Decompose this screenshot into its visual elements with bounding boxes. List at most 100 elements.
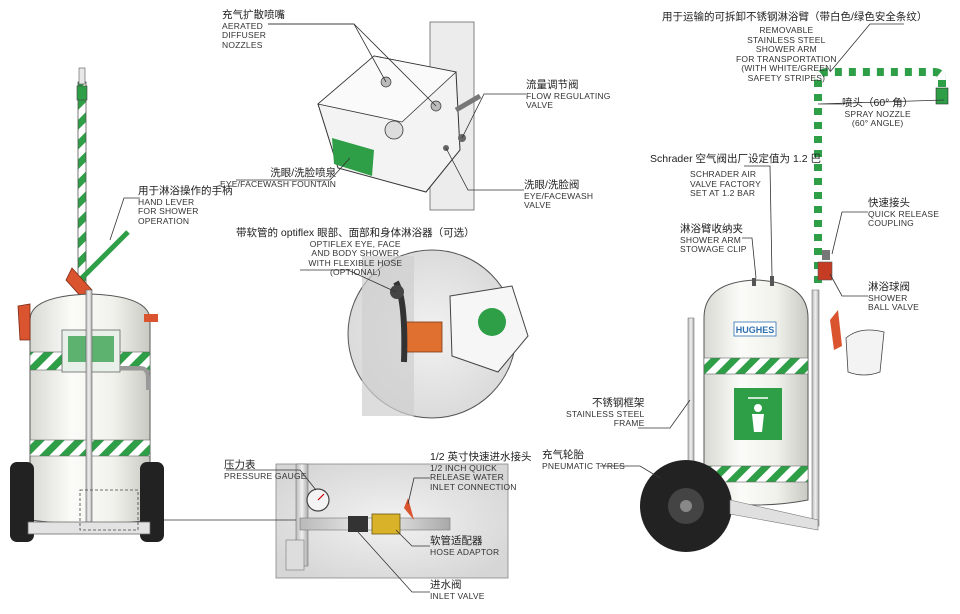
label-en: STAINLESS STEEL [566,408,645,419]
label-inlet-valve: 进水阀 INLET VALVE [430,579,485,601]
right-frame-post [811,289,820,527]
label-en: STAINLESS STEEL [747,34,826,45]
left-spray-nozzle [78,67,86,85]
label-cn: 充气轮胎 [542,449,584,461]
label-en: SPRAY NOZZLE [844,108,911,119]
label-quick-release: 快速接头 QUICK RELEASE COUPLING [868,197,940,229]
label-en: FOR SHOWER [138,206,199,217]
label-en: QUICK RELEASE [868,208,940,219]
right-unit-drawing: HUGHES [640,68,949,552]
label-cn: 压力表 [224,459,256,471]
label-en: SAFETY STRIPES) [747,72,826,83]
label-cn: 进水阀 [430,579,462,591]
label-en: DIFFUSER [222,30,267,41]
label-cn: 充气扩散喷嘴 [222,9,285,21]
label-en: PNEUMATIC TYRES [542,460,625,471]
label-en: SHOWER ARM [755,44,817,55]
label-en: NOZZLES [222,39,263,50]
label-en: INLET CONNECTION [430,481,517,492]
left-shower-pipe [77,81,87,293]
label-en: (OPTIONAL) [329,267,381,278]
label-en: BALL VALVE [868,302,919,313]
label-optiflex: 带软管的 optiflex 眼部、面部和身体淋浴器（可选） OPTIFLEX E… [236,227,475,278]
label-en: STOWAGE CLIP [680,244,747,255]
label-en: 1/2 INCH QUICK [430,462,498,473]
label-eye-valve: 洗眼/洗脸阀 EYE/FACEWASH VALVE [524,179,594,211]
label-stowage-clip: 淋浴臂收纳夹 SHOWER ARM STOWAGE CLIP [680,223,747,255]
label-schrader-en: SCHRADER AIR VALVE FACTORY SET AT 1.2 BA… [690,169,761,199]
left-hand-lever [80,230,130,280]
label-en: OPTIFLEX EYE, FACE [309,238,401,249]
label-cn: 不锈钢框架 [591,397,645,409]
label-en: AND BODY SHOWER [311,248,400,259]
label-en: FLOW REGULATING [526,90,611,101]
drain-icon [384,120,404,140]
label-cn: 洗眼/洗脸阀 [524,179,580,191]
label-en: OPERATION [138,215,190,226]
brand-name: HUGHES [736,325,775,335]
label-cn: 淋浴球阀 [868,281,910,293]
label-en: COUPLING [868,218,914,229]
label-en: WITH FLEXIBLE HOSE [308,257,403,268]
label-en: PRESSURE GAUGE [224,470,307,481]
label-en: SHOWER [868,292,908,303]
label-aerated-nozzles: 充气扩散喷嘴 AERATED DIFFUSER NOZZLES [222,9,285,50]
label-spray-nozzle: 喷头（60° 角） SPRAY NOZZLE (60° ANGLE) [842,97,914,129]
label-cn: 喷头（60° 角） [842,97,914,109]
label-en: VALVE [526,100,554,111]
label-shower-arm-en: REMOVABLE STAINLESS STEEL SHOWER ARM FOR… [736,25,837,83]
label-cn: 流量调节阀 [526,79,579,91]
label-en: HAND LEVER [138,196,195,207]
label-en: EYE/FACEWASH FOUNTAIN [220,178,337,189]
leader-lines [109,23,945,593]
brand-plate [733,321,777,337]
label-cn: 用于运输的可拆卸不锈钢淋浴臂（带白色/绿色安全条纹） [662,11,928,23]
label-inlet-connection: 1/2 英寸快速进水接头 1/2 INCH QUICK RELEASE WATE… [430,451,532,492]
label-cn: 1/2 英寸快速进水接头 [430,451,532,463]
label-hose-adaptor: 软管适配器 HOSE ADAPTOR [430,535,500,557]
left-unit-drawing [10,67,164,542]
label-en: EYE/FACEWASH [524,190,594,201]
label-tyres: 充气轮胎 PNEUMATIC TYRES [542,449,625,471]
label-cn: 用于淋浴操作的手柄 [138,185,233,197]
label-en: SET AT 1.2 BAR [690,188,756,199]
left-inlet-detail-marker [79,489,139,531]
inlet-detail [275,463,509,579]
eyewash-sign-icon [478,308,506,336]
label-flow-valve: 流量调节阀 FLOW REGULATING VALVE [526,79,611,111]
label-cn: 淋浴臂收纳夹 [680,223,743,235]
quick-release-coupling-icon [822,250,830,260]
label-pressure-gauge: 压力表 PRESSURE GAUGE [224,459,307,481]
label-eye-fountain: 洗眼/洗脸喷泉 EYE/FACEWASH FOUNTAIN [220,167,337,189]
inlet-valve-icon [348,516,368,532]
label-en: REMOVABLE [759,25,814,35]
label-cn: 洗眼/洗脸喷泉 [270,167,337,179]
label-en: VALVE FACTORY [690,178,761,189]
label-en: AERATED [222,20,263,31]
label-en: HOSE ADAPTOR [430,546,500,557]
label-frame: 不锈钢框架 STAINLESS STEEL FRAME [566,397,645,429]
label-en: VALVE [524,200,552,211]
label-en: (WITH WHITE/GREEN [741,63,832,74]
label-schrader: Schrader 空气阀出厂设定值为 1.2 巴 [650,153,821,166]
label-en: (60° ANGLE) [851,118,904,129]
label-shower-arm: 用于运输的可拆卸不锈钢淋浴臂（带白色/绿色安全条纹） [662,11,928,24]
right-spray-nozzle [935,87,949,105]
eyewash-detail [317,21,482,211]
label-cn: 快速接头 [868,197,910,209]
label-en: SHOWER ARM [680,234,742,245]
label-ball-valve: 淋浴球阀 SHOWER BALL VALVE [868,281,919,313]
label-cn: 带软管的 optiflex 眼部、面部和身体淋浴器（可选） [236,227,475,239]
label-en: SCHRADER AIR [690,169,757,179]
label-cn: Schrader 空气阀出厂设定值为 1.2 巴 [650,153,821,165]
label-en: FRAME [613,418,645,429]
right-ball-valve [817,261,833,281]
optiflex-detail [347,249,529,419]
label-en: RELEASE WATER [430,472,504,483]
label-en: FOR TRANSPORTATION [736,53,837,64]
label-cn: 软管适配器 [430,535,483,547]
hose-adaptor-icon [371,513,401,535]
label-hand-lever: 用于淋浴操作的手柄 HAND LEVER FOR SHOWER OPERATIO… [138,185,233,226]
